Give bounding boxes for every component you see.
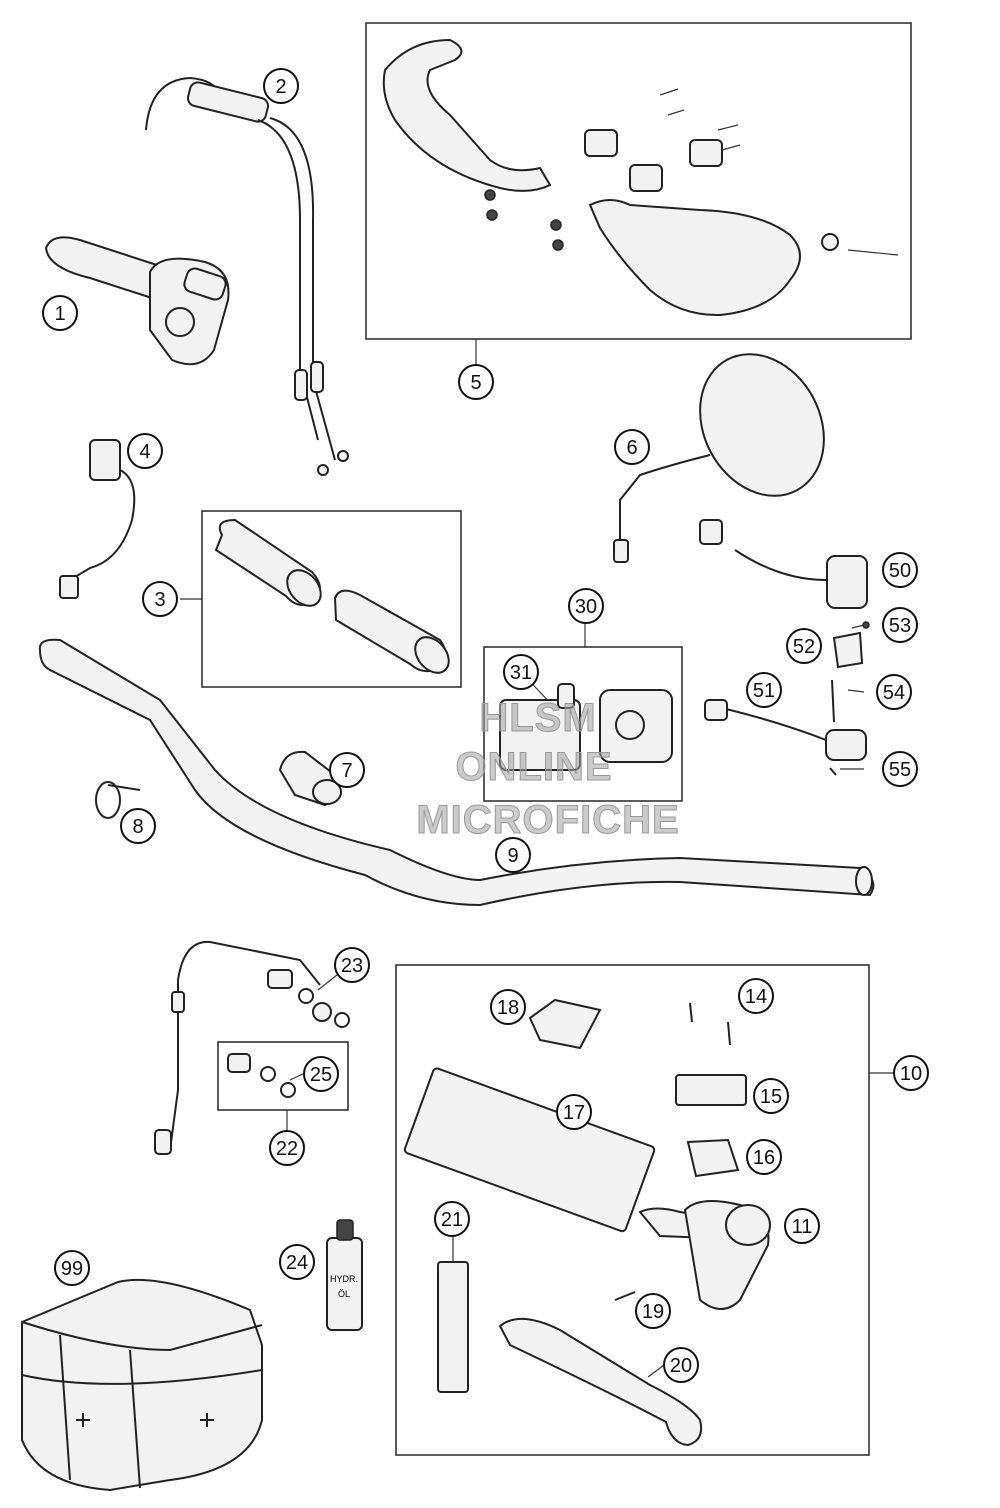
callout-label: 2 bbox=[275, 76, 286, 98]
brake-line-part bbox=[154, 940, 350, 1155]
callout-label: 3 bbox=[154, 589, 165, 611]
callout-6: 6 bbox=[614, 429, 650, 465]
callout-23: 23 bbox=[334, 947, 370, 983]
callout-17: 17 bbox=[556, 1094, 592, 1130]
callout-label: 8 bbox=[132, 816, 143, 838]
callout-label: 10 bbox=[900, 1063, 922, 1085]
callout-54: 54 bbox=[876, 674, 912, 710]
throttle-cable-part bbox=[145, 76, 349, 476]
callout-label: 51 bbox=[753, 680, 775, 702]
callout-label: 11 bbox=[792, 1216, 813, 1238]
callout-20: 20 bbox=[663, 1347, 699, 1383]
callout-label: 9 bbox=[507, 845, 518, 867]
callout-label: 1 bbox=[54, 303, 65, 325]
callout-2: 2 bbox=[263, 68, 299, 104]
bottle-label-line1: HYDR. bbox=[330, 1274, 358, 1284]
callout-label: 30 bbox=[575, 596, 597, 618]
callout-label: 6 bbox=[626, 437, 637, 459]
callout-label: 31 bbox=[510, 662, 532, 684]
handguard-part bbox=[382, 38, 899, 317]
rubber-boot-part bbox=[278, 750, 342, 807]
callout-31: 31 bbox=[503, 654, 539, 690]
callout-15: 15 bbox=[753, 1078, 789, 1114]
callout-label: 53 bbox=[889, 615, 911, 637]
brake-master-cylinder-box bbox=[395, 964, 870, 1456]
callout-5: 5 bbox=[458, 364, 494, 400]
callout-label: 24 bbox=[286, 1252, 308, 1274]
callout-50: 50 bbox=[882, 552, 918, 588]
callout-label: 19 bbox=[642, 1301, 664, 1323]
callout-label: 54 bbox=[883, 682, 905, 704]
callout-label: 17 bbox=[563, 1102, 585, 1124]
handlebar-part bbox=[38, 638, 875, 907]
callout-label: 5 bbox=[470, 372, 481, 394]
banjo-bolt-box bbox=[217, 1041, 349, 1111]
callout-22: 22 bbox=[269, 1130, 305, 1166]
cable-tie-part bbox=[95, 781, 141, 819]
callout-18: 18 bbox=[490, 989, 526, 1025]
callout-1: 1 bbox=[42, 295, 78, 331]
callout-label: 50 bbox=[889, 560, 911, 582]
switch-assembly-box bbox=[483, 646, 683, 802]
hydraulic-oil-bottle-part: HYDR. ÖL bbox=[326, 1219, 363, 1331]
callout-label: 99 bbox=[61, 1258, 83, 1280]
callout-label: 25 bbox=[310, 1064, 332, 1086]
callout-99: 99 bbox=[54, 1250, 90, 1286]
grip-pair-part bbox=[214, 518, 450, 674]
callout-10: 10 bbox=[893, 1055, 929, 1091]
callout-label: 15 bbox=[760, 1086, 782, 1108]
brake-master-cylinder-part bbox=[403, 998, 771, 1447]
callout-24: 24 bbox=[279, 1244, 315, 1280]
callout-51: 51 bbox=[746, 672, 782, 708]
electric-switch-part bbox=[699, 519, 870, 776]
bottle-label-line2: ÖL bbox=[338, 1289, 350, 1299]
callout-7: 7 bbox=[329, 752, 365, 788]
callout-30: 30 bbox=[568, 588, 604, 624]
callout-53: 53 bbox=[882, 607, 918, 643]
callout-label: 4 bbox=[139, 441, 150, 463]
callout-label: 18 bbox=[497, 997, 519, 1019]
callout-11: 11 bbox=[784, 1208, 820, 1244]
callout-55: 55 bbox=[882, 751, 918, 787]
throttle-grip-part bbox=[44, 236, 230, 366]
callout-label: 22 bbox=[276, 1138, 298, 1160]
kill-switch-part bbox=[59, 439, 136, 599]
callouts: 1234567891011141516171819202122232425303… bbox=[42, 68, 929, 1383]
callout-4: 4 bbox=[127, 433, 163, 469]
callout-3: 3 bbox=[142, 581, 178, 617]
callout-label: 23 bbox=[341, 955, 363, 977]
callout-label: 14 bbox=[745, 986, 767, 1008]
callout-52: 52 bbox=[786, 628, 822, 664]
callout-label: 55 bbox=[889, 759, 911, 781]
callout-21: 21 bbox=[434, 1201, 470, 1237]
callout-label: 20 bbox=[670, 1355, 692, 1377]
handguard-kit-box bbox=[365, 22, 912, 340]
callout-8: 8 bbox=[120, 808, 156, 844]
tool-bag-part bbox=[21, 1279, 263, 1492]
callout-9: 9 bbox=[495, 837, 531, 873]
mirror-part bbox=[613, 353, 825, 563]
callout-label: 21 bbox=[441, 1209, 463, 1231]
callout-label: 52 bbox=[793, 636, 815, 658]
switch-assembly-part bbox=[499, 683, 673, 771]
callout-19: 19 bbox=[635, 1293, 671, 1329]
callout-25: 25 bbox=[303, 1056, 339, 1092]
callout-16: 16 bbox=[746, 1139, 782, 1175]
callout-label: 7 bbox=[341, 760, 352, 782]
callout-label: 16 bbox=[753, 1147, 775, 1169]
callout-14: 14 bbox=[738, 978, 774, 1014]
